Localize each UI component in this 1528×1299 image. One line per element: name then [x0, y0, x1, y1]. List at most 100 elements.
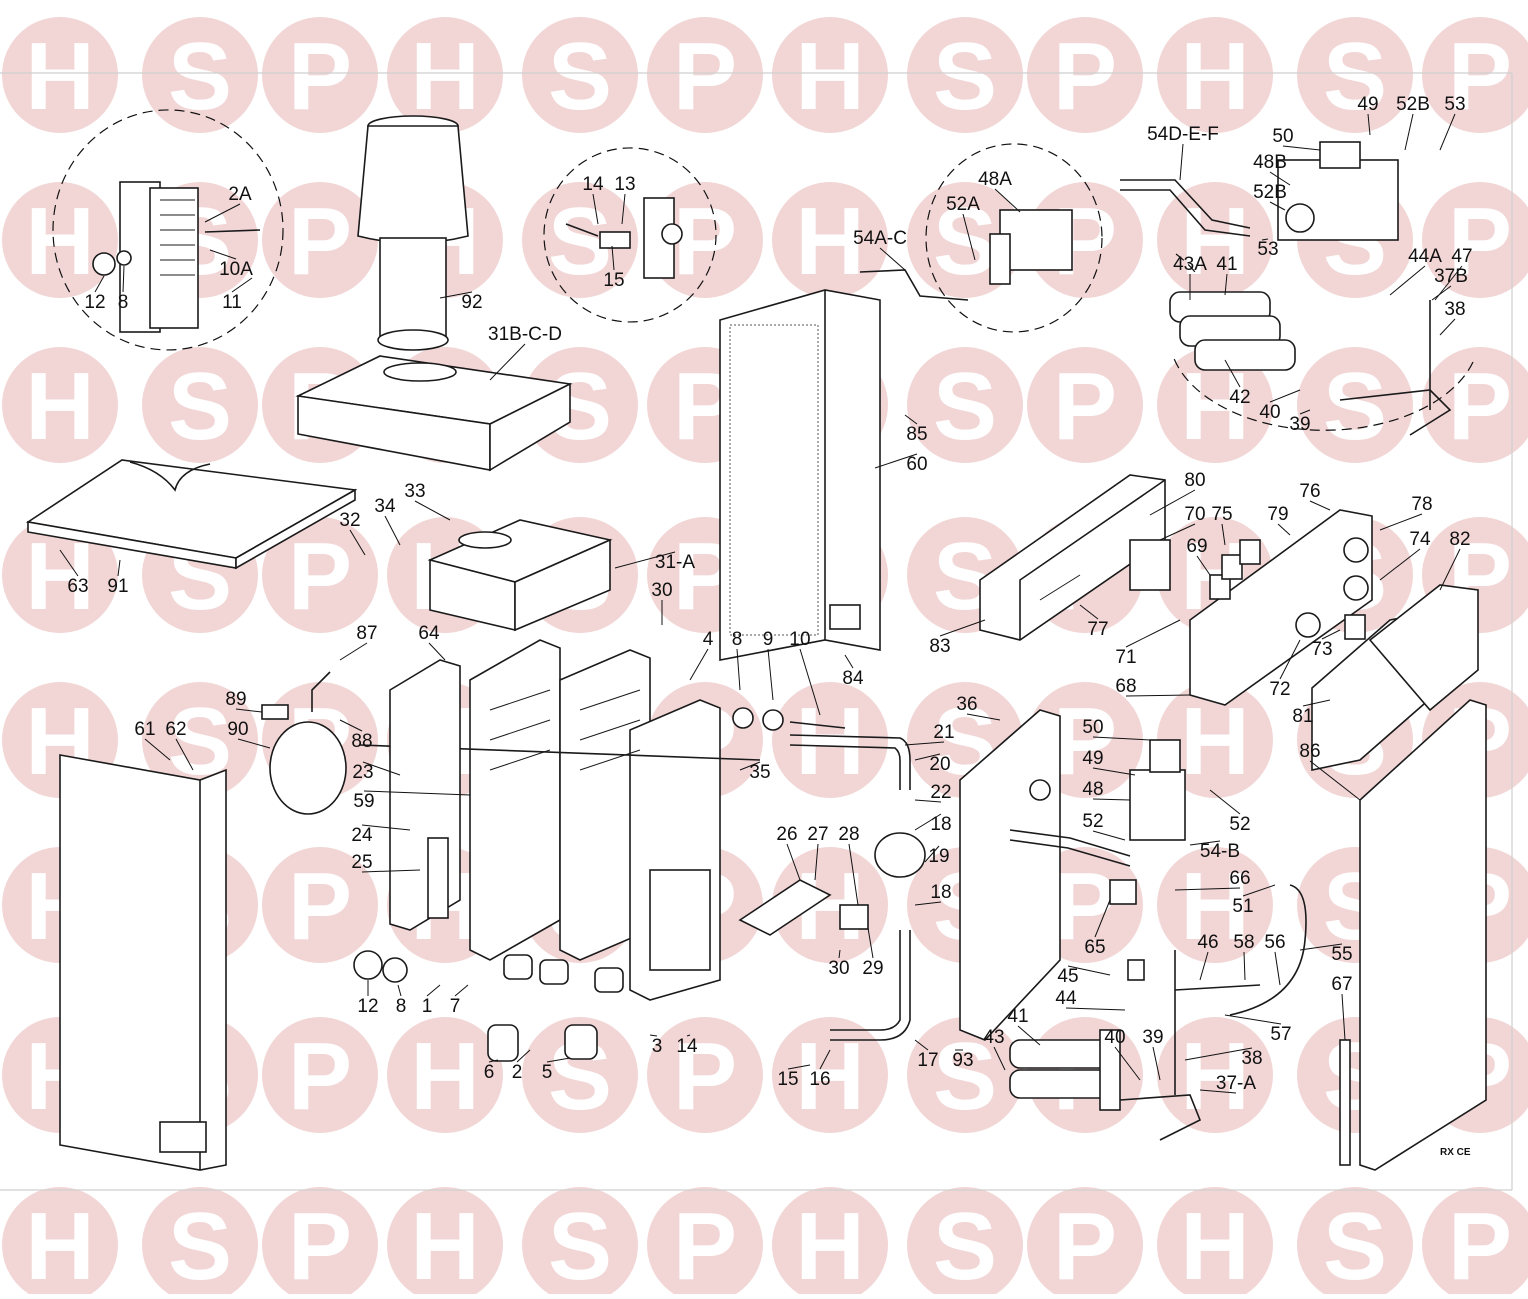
callout-leader [592, 193, 599, 225]
callout-leader [1184, 1047, 1253, 1061]
callout-leader [1277, 523, 1291, 536]
callout-leader [994, 188, 1021, 213]
svg-text:H: H [795, 1193, 864, 1294]
svg-text:P: P [1053, 688, 1117, 795]
detail-circle-gas-valve [859, 143, 1103, 333]
svg-text:H: H [410, 23, 479, 130]
callout-label: 74 [1409, 529, 1431, 550]
callout-leader [1341, 993, 1346, 1041]
detail-circle-burner-assembly [1169, 253, 1474, 436]
callout-leader [904, 741, 945, 746]
callout-label: 7 [450, 996, 461, 1017]
svg-text:H: H [410, 1023, 479, 1130]
callout-leader [1431, 285, 1452, 301]
watermark-tile: P [262, 1187, 378, 1299]
callout-leader [914, 1039, 929, 1051]
callout-label: 42 [1229, 387, 1250, 408]
right-inner-panel [959, 709, 1061, 1041]
callout-label: 52B [1253, 182, 1287, 203]
callout-leader [1125, 694, 1191, 697]
callout-leader [1152, 1046, 1161, 1081]
svg-text:P: P [1053, 853, 1117, 960]
svg-text:P: P [673, 188, 737, 295]
callout-label: 73 [1311, 639, 1332, 660]
callout-leader [1309, 500, 1331, 511]
svg-text:H: H [1180, 353, 1249, 460]
callout-label: 62 [165, 719, 186, 740]
callout-leader [1243, 951, 1246, 981]
callout-leader [904, 414, 918, 425]
callout-leader [428, 642, 446, 661]
svg-text:S: S [933, 1023, 997, 1130]
watermark-tile: P [262, 517, 378, 633]
callout-label: 75 [1211, 504, 1232, 525]
callout-leader [914, 813, 942, 831]
callout-label: 57 [1270, 1024, 1291, 1045]
callout-label: 45 [1057, 966, 1078, 987]
watermark-tile: P [1422, 347, 1528, 463]
callout-leader [1379, 548, 1421, 581]
callout-leader [819, 1049, 831, 1070]
callout-leader [1092, 736, 1151, 741]
svg-text:S: S [933, 188, 997, 295]
callout-leader [1269, 201, 1286, 211]
callout-label: 36 [956, 694, 977, 715]
callout-label: 47 [1451, 246, 1472, 267]
watermark-tile: S [907, 1187, 1023, 1299]
callout-leader [1299, 943, 1343, 951]
callout-label: 49 [1082, 748, 1103, 769]
callout-label: 10 [789, 629, 810, 650]
callout-leader [361, 824, 411, 831]
callout-leader [209, 249, 237, 260]
svg-text:H: H [25, 353, 94, 460]
callout-label: 17 [917, 1050, 938, 1071]
watermark-tile: H [772, 1017, 888, 1133]
callout-leader [914, 799, 942, 803]
callout-leader [1321, 629, 1341, 640]
callout-leader [488, 1059, 499, 1063]
watermark-tile: H [2, 182, 118, 298]
watermark-tile: S [1297, 347, 1413, 463]
right-side-panel: RX CE [1339, 699, 1487, 1171]
svg-text:S: S [548, 1193, 612, 1294]
callout-leader [838, 949, 841, 959]
watermark-tile: H [2, 17, 118, 133]
svg-text:H: H [795, 23, 864, 130]
callout-label: 52A [946, 194, 980, 215]
callout-leader [546, 1057, 571, 1063]
callout-leader [59, 549, 79, 577]
watermark-tile: P [1027, 1187, 1143, 1299]
callout-label: 87 [356, 623, 377, 644]
callout-leader [867, 927, 874, 959]
callout-leader [235, 708, 263, 713]
svg-text:H: H [795, 688, 864, 795]
callout-leader [1224, 1014, 1282, 1025]
callout-label: 50 [1082, 717, 1103, 738]
callout-label: 58 [1233, 932, 1254, 953]
callout-leader [204, 203, 241, 223]
callout-label: 59 [353, 791, 374, 812]
callout-label: 52 [1229, 814, 1250, 835]
svg-text:P: P [673, 23, 737, 130]
svg-text:S: S [168, 353, 232, 460]
control-box [979, 474, 1171, 641]
callout-label: 30 [828, 958, 849, 979]
callout-label: 77 [1087, 619, 1108, 640]
callout-label: 37-A [1216, 1073, 1256, 1094]
callout-leader [1065, 1007, 1126, 1011]
callout-label: 18 [930, 814, 951, 835]
watermark-tile: P [262, 1017, 378, 1133]
callout-leader [349, 529, 366, 556]
callout-leader [237, 738, 271, 749]
watermark-tile: S [142, 347, 258, 463]
callout-leader [1439, 113, 1456, 151]
callout-leader [1309, 760, 1361, 801]
callout-leader [736, 648, 741, 691]
callout-label: 86 [1299, 741, 1320, 762]
callout-label: 18 [930, 882, 951, 903]
callout-label: 55 [1331, 944, 1352, 965]
callout-leader [1017, 1025, 1041, 1046]
watermark-tile: H [387, 1187, 503, 1299]
callout-leader [739, 761, 761, 771]
